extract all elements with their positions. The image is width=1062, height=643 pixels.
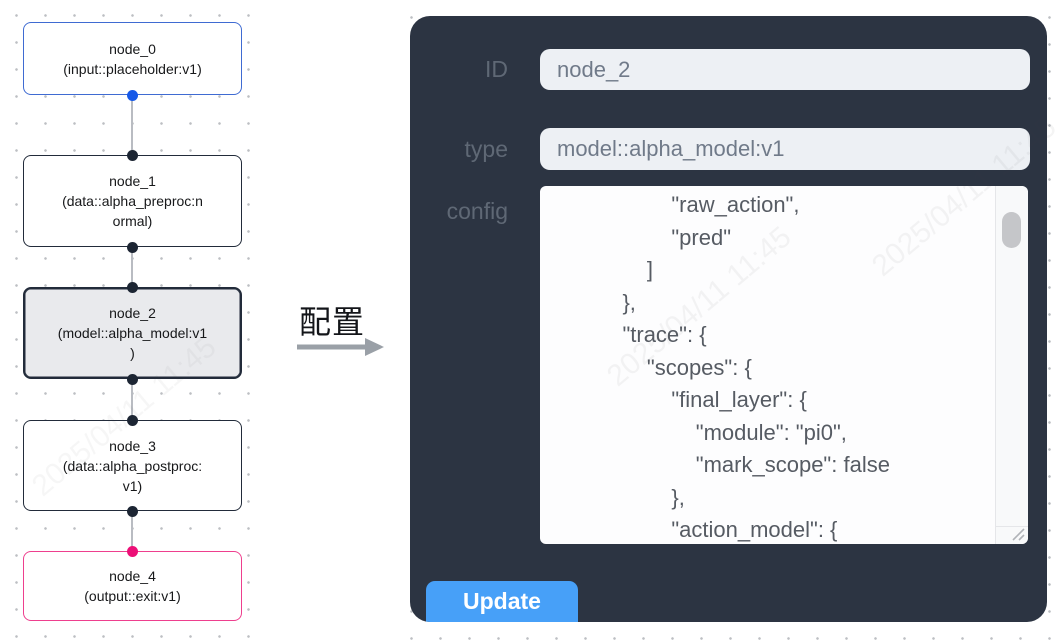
node-handle[interactable] xyxy=(127,281,138,293)
node-0[interactable]: node_0(input::placeholder:v1) xyxy=(23,22,242,95)
node-label: node_2(model::alpha_model:v1) xyxy=(57,305,208,361)
node-handle[interactable] xyxy=(127,545,138,557)
node-handle[interactable] xyxy=(127,505,138,517)
config-textarea[interactable]: "raw_action", "pred" ] }, "trace": { "sc… xyxy=(540,186,1028,544)
right-arrow-icon xyxy=(297,338,384,356)
update-button[interactable]: Update xyxy=(426,581,578,622)
transition-label: 配置 xyxy=(299,304,366,340)
node-handle[interactable] xyxy=(127,149,138,161)
graph-canvas[interactable]: node_0(input::placeholder:v1) node_1(dat… xyxy=(0,0,272,643)
node-label: node_4(output::exit:v1) xyxy=(84,568,181,604)
config-json-text[interactable]: "raw_action", "pred" ] }, "trace": { "sc… xyxy=(622,192,890,542)
resize-grip-icon[interactable] xyxy=(1010,526,1026,542)
type-input[interactable] xyxy=(540,128,1030,170)
config-field-label: config xyxy=(446,198,508,224)
node-handle[interactable] xyxy=(127,414,138,426)
id-field-label: ID xyxy=(485,56,508,82)
node-label: node_0(input::placeholder:v1) xyxy=(63,40,202,77)
node-4[interactable]: node_4(output::exit:v1) xyxy=(23,551,242,621)
scrollbar-corner-divider xyxy=(996,526,1028,527)
edge xyxy=(131,511,133,551)
type-field-label: type xyxy=(464,136,508,162)
node-2[interactable]: node_2(model::alpha_model:v1) xyxy=(23,287,242,379)
node-3[interactable]: node_3(data::alpha_postproc:v1) xyxy=(23,420,242,511)
node-handle[interactable] xyxy=(127,89,138,101)
scrollbar-thumb[interactable] xyxy=(1002,212,1021,248)
edge xyxy=(131,379,133,420)
panel-canvas: ID type config "raw_action", "pred" ] },… xyxy=(388,0,1062,643)
config-panel: ID type config "raw_action", "pred" ] },… xyxy=(410,16,1047,622)
node-handle[interactable] xyxy=(127,373,138,385)
node-label: node_3(data::alpha_postproc:v1) xyxy=(62,437,203,494)
node-handle[interactable] xyxy=(127,241,138,253)
edge xyxy=(131,247,133,287)
scrollbar-divider xyxy=(995,186,996,544)
edge xyxy=(131,95,133,155)
id-input[interactable] xyxy=(540,49,1030,90)
